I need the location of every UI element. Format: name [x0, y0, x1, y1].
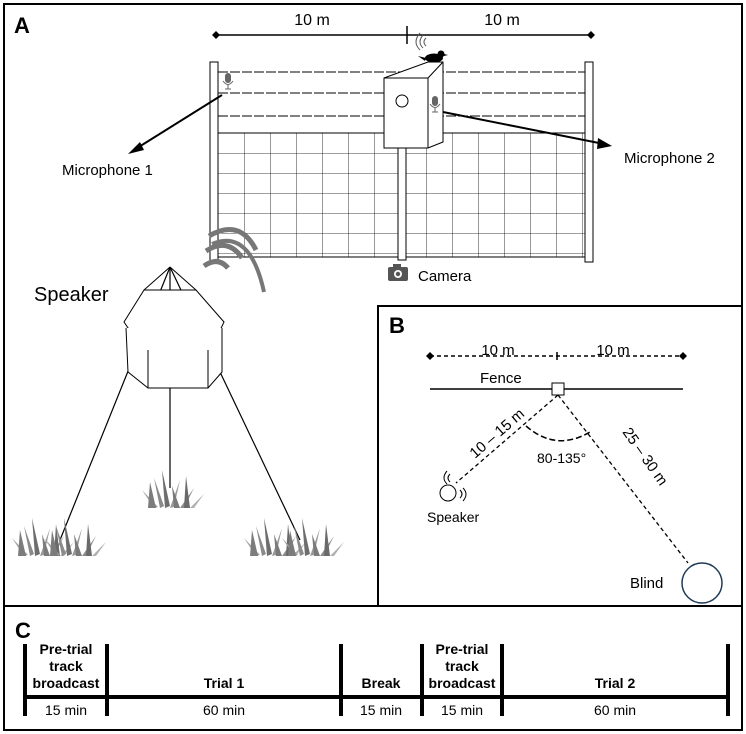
panel-a-dimension: 10 m 10 m [212, 12, 595, 44]
timeline-segment-2-label: Trial 1 [204, 675, 245, 691]
figure-frame [3, 3, 743, 731]
speaker-distance-line [455, 394, 559, 484]
blind-distance-label: 25 – 30 m [619, 425, 671, 489]
speaker-tripod [59, 266, 301, 541]
timeline-segment-3-label: Break [362, 675, 401, 691]
timeline-segment-5-label: Trial 2 [595, 675, 636, 691]
microphone-2-arrow [442, 111, 612, 149]
microphone-2-label: Microphone 2 [624, 150, 715, 167]
speaker-marker [439, 470, 467, 502]
microphone-1-label: Microphone 1 [62, 162, 153, 179]
microphone-1-icon [222, 72, 234, 90]
grass-icon [44, 518, 106, 556]
speaker-label: Speaker [34, 284, 109, 306]
panel-a-label: A [14, 13, 30, 38]
grass-icon [282, 518, 344, 556]
sound-waves-icon [202, 227, 266, 293]
camera-icon [388, 264, 408, 281]
panel-b-right-span: 10 m [596, 342, 629, 359]
blind-marker [681, 562, 723, 604]
timeline-segment-1-label-line-3: broadcast [33, 675, 100, 691]
angle-label: 80-135° [537, 450, 586, 466]
blind-label: Blind [630, 575, 663, 592]
timeline-segment-1-label-line-2: track [49, 658, 83, 674]
timeline-segment-3-duration: 15 min [360, 702, 402, 718]
song-waves-icon [415, 32, 427, 51]
panel-a-left-span: 10 m [294, 12, 330, 29]
panel-b-frame [377, 305, 743, 607]
timeline: Pre-trial track broadcast 15 min Trial 1… [23, 641, 730, 718]
timeline-segment-4-label-line-2: track [445, 658, 479, 674]
grass-icon [142, 470, 204, 508]
panel-c-label: C [15, 618, 31, 643]
speaker-distance-label: 10 – 15 m [466, 405, 528, 462]
panel-a-right-span: 10 m [484, 12, 520, 29]
timeline-segment-1-label-line-1: Pre-trial [40, 641, 93, 657]
timeline-segment-2-duration: 60 min [203, 702, 245, 718]
blind-distance-line [557, 394, 689, 564]
timeline-segment-4-label-line-3: broadcast [429, 675, 496, 691]
timeline-segment-4-label-line-1: Pre-trial [436, 641, 489, 657]
angle-arc [525, 425, 591, 442]
camera-label: Camera [418, 268, 472, 285]
timeline-segment-5-duration: 60 min [594, 702, 636, 718]
panel-b-fence-label: Fence [480, 370, 522, 387]
panel-b: 10 m 10 m Fence 80-135° 10 – 15 m 25 – 3… [426, 342, 723, 604]
microphone-1-arrow [128, 94, 223, 154]
panel-b-speaker-label: Speaker [427, 509, 479, 525]
bird-icon [418, 50, 448, 63]
panel-b-label: B [389, 313, 405, 338]
nest-box-marker [551, 382, 565, 396]
panel-a: 10 m 10 m Microphone 1 [12, 12, 715, 556]
panel-b-left-span: 10 m [481, 342, 514, 359]
nest-box [383, 61, 444, 261]
timeline-segment-4-duration: 15 min [441, 702, 483, 718]
timeline-segment-1-duration: 15 min [45, 702, 87, 718]
